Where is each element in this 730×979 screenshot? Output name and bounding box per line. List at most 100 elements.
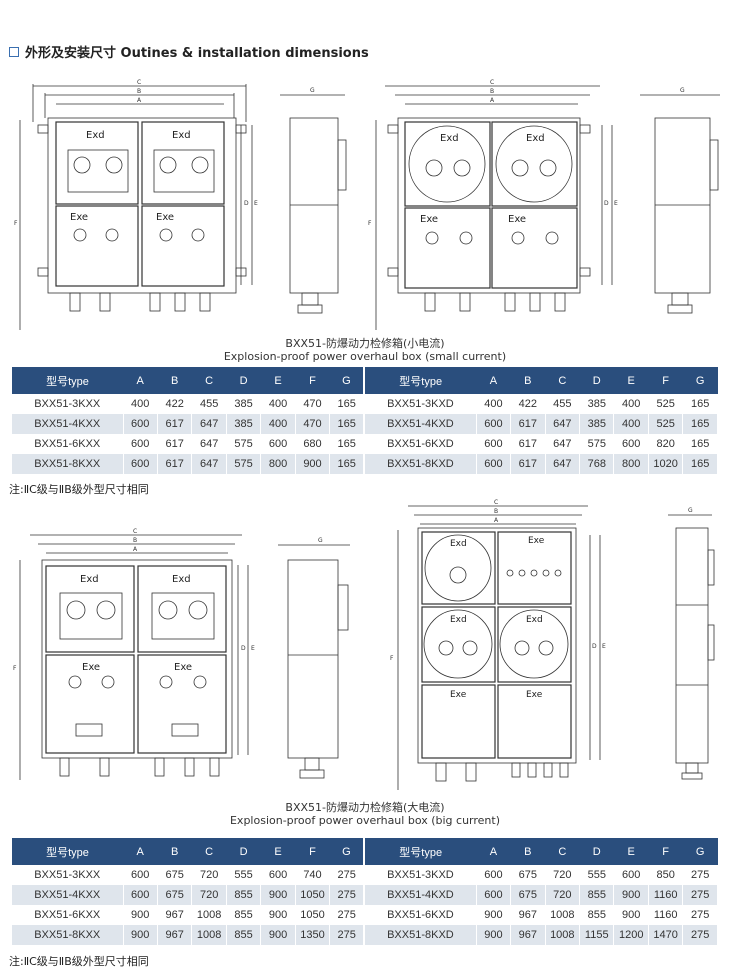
table-cell: 400	[260, 394, 296, 414]
table-cell: 900	[260, 885, 296, 905]
col-header: D	[226, 367, 261, 394]
table-cell: 600	[613, 434, 649, 454]
col-header: E	[613, 367, 649, 394]
table-cell: 740	[295, 865, 331, 885]
bullet-box-icon	[9, 46, 19, 57]
table-cell: 400	[260, 414, 296, 434]
section-heading: 外形及安装尺寸 Outines & installation dimension…	[9, 42, 369, 61]
dim-f-label: F	[390, 655, 394, 662]
exe-label: Exe	[450, 690, 467, 700]
table-cell: 617	[157, 434, 193, 454]
small-side-view-1: G	[280, 87, 347, 314]
exe-label: Exe	[508, 214, 526, 225]
table-cell: 600	[260, 865, 296, 885]
col-header: F	[295, 367, 330, 394]
big-note: 注:ⅡC级与ⅡB级外型尺寸相同	[9, 955, 149, 968]
table-cell: 1050	[295, 885, 331, 905]
dim-e-label: E	[602, 643, 606, 650]
table-cell: 600	[476, 885, 512, 905]
table-cell: 525	[648, 414, 684, 434]
col-header: B	[510, 838, 546, 865]
table-cell: 820	[648, 434, 684, 454]
table-cell: 647	[191, 454, 227, 474]
table-cell: 647	[191, 434, 227, 454]
table-cell: 1155	[579, 925, 615, 945]
dim-e-label: E	[254, 200, 258, 207]
col-header: A	[123, 367, 158, 394]
exd-label: Exd	[450, 539, 467, 549]
table-cell: 385	[579, 394, 615, 414]
col-header: B	[157, 367, 192, 394]
small-caption-en: Explosion-proof power overhaul box (smal…	[223, 350, 507, 363]
col-header: A	[123, 838, 158, 865]
table-cell: 385	[226, 414, 262, 434]
table-header-row: 型号type A B C D E F G 型号type A B C D E F …	[12, 838, 718, 865]
table-cell: 165	[329, 454, 365, 474]
table-cell: 525	[648, 394, 684, 414]
table-cell: 855	[226, 905, 262, 925]
dim-c-label: C	[494, 499, 498, 506]
table-cell: 165	[329, 394, 365, 414]
table-cell: 275	[329, 865, 365, 885]
col-header: B	[157, 838, 192, 865]
exd-label: Exd	[86, 130, 105, 141]
table-cell: 647	[191, 414, 227, 434]
dim-b-label: B	[137, 88, 141, 95]
col-header: C	[545, 367, 580, 394]
dim-c-label: C	[137, 79, 141, 86]
dim-b-label: B	[490, 88, 494, 95]
table-cell: 900	[476, 905, 512, 925]
table-cell: 720	[191, 885, 227, 905]
table-cell: 900	[613, 905, 649, 925]
table-cell: 455	[545, 394, 581, 414]
table-cell: BXX51-3KXD	[363, 394, 477, 414]
table-cell: BXX51-6KXX	[12, 434, 124, 454]
table-cell: 165	[682, 454, 718, 474]
col-header: G	[329, 367, 365, 394]
table-cell: 275	[682, 905, 718, 925]
table-cell: BXX51-4KXD	[363, 414, 477, 434]
dim-a-label: A	[490, 97, 495, 104]
table-cell: 900	[613, 885, 649, 905]
table-cell: 470	[295, 414, 331, 434]
dim-b-label: B	[494, 508, 498, 515]
col-header: G	[329, 838, 365, 865]
exd-label: Exd	[450, 615, 467, 625]
table-cell: 165	[329, 414, 365, 434]
table-cell: 855	[579, 885, 615, 905]
dim-g-label: G	[680, 87, 685, 94]
table-cell: 275	[329, 885, 365, 905]
col-header: A	[476, 367, 511, 394]
table-cell: 555	[579, 865, 615, 885]
table-cell: 900	[260, 905, 296, 925]
table-cell: 1050	[295, 905, 331, 925]
table-cell: BXX51-4KXX	[12, 414, 124, 434]
table-cell: 275	[682, 885, 718, 905]
table-cell: 900	[295, 454, 331, 474]
table-cell: 675	[157, 865, 193, 885]
table-cell: 600	[123, 885, 158, 905]
table-cell: BXX51-4KXX	[12, 885, 124, 905]
dim-e-label: E	[614, 200, 618, 207]
table-cell: 400	[613, 414, 649, 434]
table-cell: BXX51-3KXX	[12, 865, 124, 885]
dim-d-label: D	[592, 643, 597, 650]
exd-label: Exd	[172, 574, 191, 585]
small-current-table: 型号type A B C D E F G 型号type A B C D E F …	[12, 367, 718, 474]
table-cell: 1470	[648, 925, 684, 945]
table-cell: BXX51-3KXX	[12, 394, 124, 414]
table-cell: 900	[476, 925, 512, 945]
table-cell: 617	[510, 434, 546, 454]
big-front-view-1: C B A F D E Exd Exd Exe Exe	[13, 528, 255, 780]
table-cell: 850	[648, 865, 684, 885]
table-cell: 617	[510, 454, 546, 474]
table-cell: 720	[545, 885, 581, 905]
dim-c-label: C	[490, 79, 494, 86]
small-front-view-1: C B A F D E Exd Exd Exe Exe	[14, 79, 258, 330]
table-cell: 575	[226, 454, 262, 474]
